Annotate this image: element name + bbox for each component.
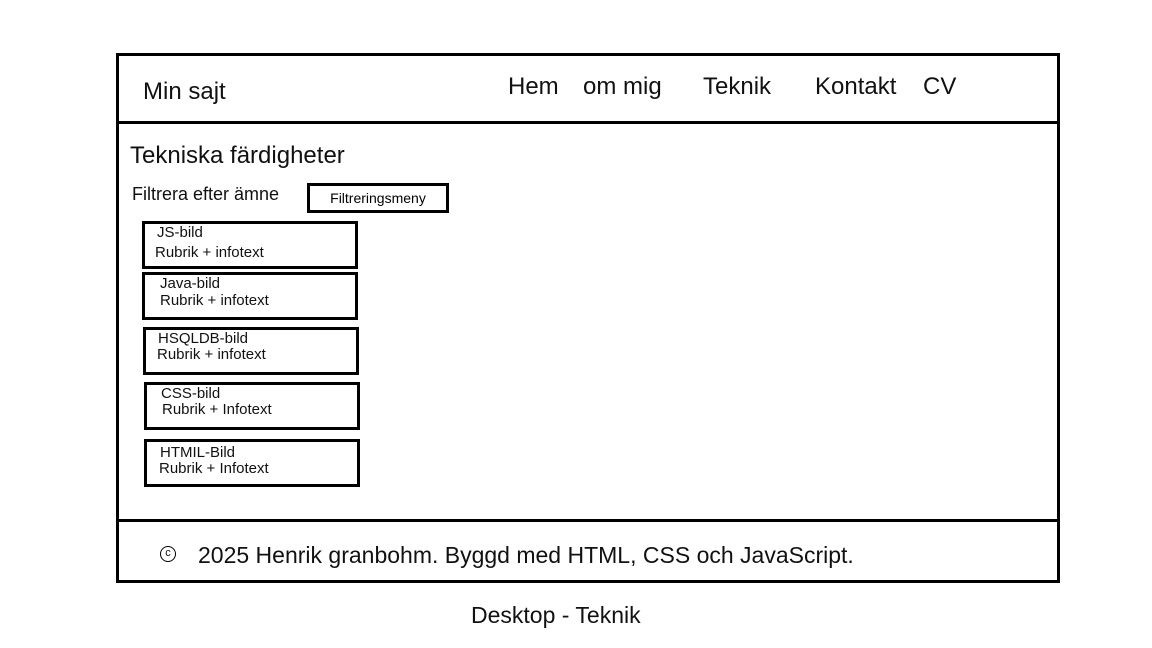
card-image-label: HTMIL-Bild <box>160 444 236 461</box>
card-image-label: Java-bild <box>160 275 221 292</box>
card-info-label: Rubrik + Infotext <box>162 401 272 418</box>
skill-card-java[interactable]: Java-bild Rubrik + infotext <box>142 272 358 320</box>
card-image-label: HSQLDB-bild <box>158 330 249 347</box>
site-header: Min sajt Hem om mig Teknik Kontakt CV <box>119 56 1057 124</box>
nav-item-kontakt[interactable]: Kontakt <box>815 73 897 100</box>
wireframe-caption: Desktop - Teknik <box>471 602 641 628</box>
skill-card-css[interactable]: CSS-bild Rubrik + Infotext <box>144 382 360 430</box>
site-brand[interactable]: Min sajt <box>143 78 226 105</box>
card-info-label: Rubrik + infotext <box>155 244 264 261</box>
footer-text: 2025 Henrik granbohm. Byggd med HTML, CS… <box>198 542 854 568</box>
filter-label: Filtrera efter ämne <box>132 184 280 204</box>
page-title: Tekniska färdigheter <box>130 142 345 169</box>
card-info-label: Rubrik + infotext <box>157 346 266 363</box>
nav-item-cv[interactable]: CV <box>923 73 957 100</box>
card-info-label: Rubrik + Infotext <box>159 460 269 477</box>
site-footer: c 2025 Henrik granbohm. Byggd med HTML, … <box>116 519 1060 583</box>
card-info-label: Rubrik + infotext <box>160 292 269 309</box>
card-image-label: JS-bild <box>157 224 203 241</box>
wireframe-frame: Min sajt Hem om mig Teknik Kontakt CV Te… <box>116 53 1060 583</box>
copyright-icon: c <box>160 546 176 562</box>
filter-menu-button[interactable]: Filtreringsmeny <box>307 183 449 213</box>
nav-item-om-mig[interactable]: om mig <box>583 73 662 100</box>
skill-card-js[interactable]: JS-bild Rubrik + infotext <box>142 221 358 269</box>
skill-card-html[interactable]: HTMIL-Bild Rubrik + Infotext <box>144 439 360 487</box>
skill-card-hsqldb[interactable]: HSQLDB-bild Rubrik + infotext <box>143 327 359 375</box>
nav-item-teknik[interactable]: Teknik <box>703 73 772 100</box>
card-image-label: CSS-bild <box>161 385 221 402</box>
nav-item-hem[interactable]: Hem <box>508 73 559 100</box>
